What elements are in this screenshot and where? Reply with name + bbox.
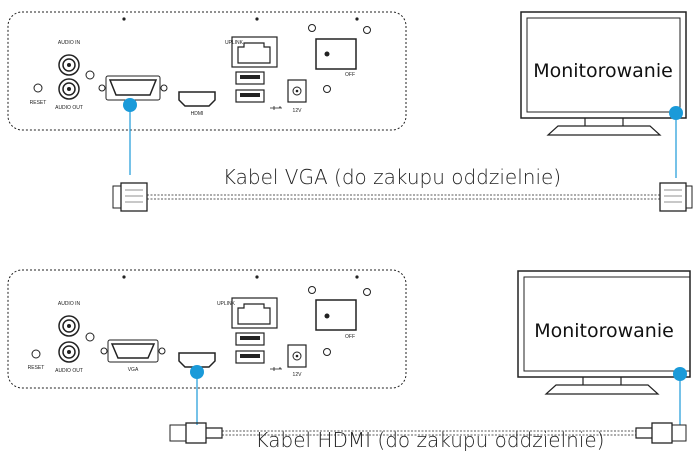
power-label: 12V <box>293 372 303 378</box>
monitor-top: Monitorowanie <box>520 11 687 136</box>
power-switch <box>315 299 357 331</box>
hdmi-label: HDMI <box>191 111 204 117</box>
usb-icon <box>270 106 282 110</box>
audio-out-jack <box>58 341 80 363</box>
vga-plug-left <box>112 182 148 212</box>
hdmi-plug-left <box>169 422 223 444</box>
connector-dot <box>123 98 137 112</box>
hdmi-port <box>178 352 216 368</box>
connector-dot <box>673 367 687 381</box>
audio-in-label: AUDIO IN <box>58 40 81 46</box>
hdmi-plug-right <box>635 422 687 444</box>
vga-cable: Kabel VGA (do zakupu oddzielnie) <box>112 98 693 212</box>
reset-button <box>31 349 41 359</box>
nvr-back-panel-top: RESET AUDIO IN AUDIO OUT <box>7 11 407 131</box>
audio-out-label: AUDIO OUT <box>55 368 83 374</box>
monitor-label-bottom: Monitorowanie <box>534 320 674 342</box>
vga-port <box>98 75 168 101</box>
off-label: OFF <box>345 72 355 78</box>
usb-port-1 <box>235 332 265 346</box>
cable-label-bottom: Kabel HDMI (do zakupu oddzielnie) <box>256 428 605 452</box>
dc-power-jack <box>287 79 307 103</box>
reset-label: RESET <box>30 100 47 106</box>
nvr-back-panel-bottom: RESET AUDIO IN AUDIO OUT VGA <box>7 269 407 389</box>
dc-power-jack <box>287 344 307 368</box>
bottom-diagram: RESET AUDIO IN AUDIO OUT VGA <box>7 269 691 452</box>
audio-in-jack <box>58 54 80 76</box>
power-label: 12V <box>293 108 303 114</box>
hdmi-cable: Kabel HDMI (do zakupu oddzielnie) <box>169 365 687 452</box>
hdmi-port <box>178 91 216 107</box>
monitor-label-top: Monitorowanie <box>533 60 673 82</box>
vga-label: VGA <box>128 367 139 373</box>
usb-icon <box>270 367 282 371</box>
uplink-label: UPLINK <box>217 301 236 307</box>
vga-plug-right <box>659 182 693 212</box>
monitor-bottom: Monitorowanie <box>517 270 691 395</box>
connector-dot <box>190 365 204 379</box>
usb-port-2 <box>235 89 265 103</box>
usb-port-1 <box>235 71 265 85</box>
audio-in-jack <box>58 315 80 337</box>
top-diagram: RESET AUDIO IN AUDIO OUT <box>7 11 693 212</box>
reset-label: RESET <box>28 365 45 371</box>
audio-in-label: AUDIO IN <box>58 301 81 307</box>
lan-port <box>231 36 278 68</box>
vga-port <box>100 339 166 363</box>
audio-out-jack <box>58 78 80 100</box>
reset-button <box>33 83 43 93</box>
uplink-label: UPLINK <box>225 40 244 46</box>
audio-out-label: AUDIO OUT <box>55 105 83 111</box>
usb-port-2 <box>235 350 265 364</box>
off-label: OFF <box>345 334 355 340</box>
connector-dot <box>669 106 683 120</box>
power-switch <box>315 38 357 70</box>
lan-port <box>231 297 278 329</box>
cable-label-top: Kabel VGA (do zakupu oddzielnie) <box>223 165 561 189</box>
